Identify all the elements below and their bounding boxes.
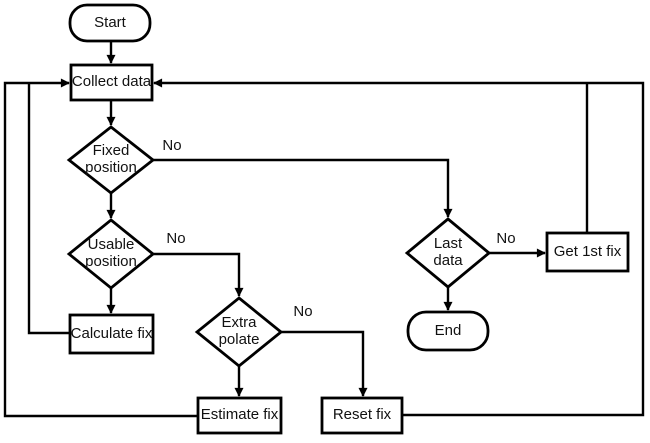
fixed-position-decision-shape [66, 125, 156, 195]
estimate-fix-process-shape [196, 396, 283, 435]
end-terminator-shape [406, 310, 490, 352]
edge-estimate-loop-to-collect [3, 78, 198, 418]
edge-reset-loop-to-collect [153, 78, 645, 417]
edge-usable-no-to-extrapolate [153, 252, 244, 297]
reset-fix-process-shape [320, 396, 404, 435]
last-data-decision-shape [404, 217, 492, 289]
calculate-fix-process-shape [68, 313, 155, 355]
edge-fixed-no-to-lastdata [153, 158, 453, 218]
get-1st-fix-process-shape [545, 231, 630, 273]
start-terminator-shape [68, 3, 152, 43]
flowchart-connectors [3, 41, 645, 418]
extrapolate-decision-shape [194, 296, 284, 368]
edge-calculate-loop-to-collect [27, 83, 70, 335]
usable-position-decision-shape [66, 218, 156, 290]
flowchart-shapes [66, 3, 630, 435]
collect-data-process-shape [69, 63, 154, 102]
edge-extrapolate-no-to-reset [281, 330, 368, 397]
